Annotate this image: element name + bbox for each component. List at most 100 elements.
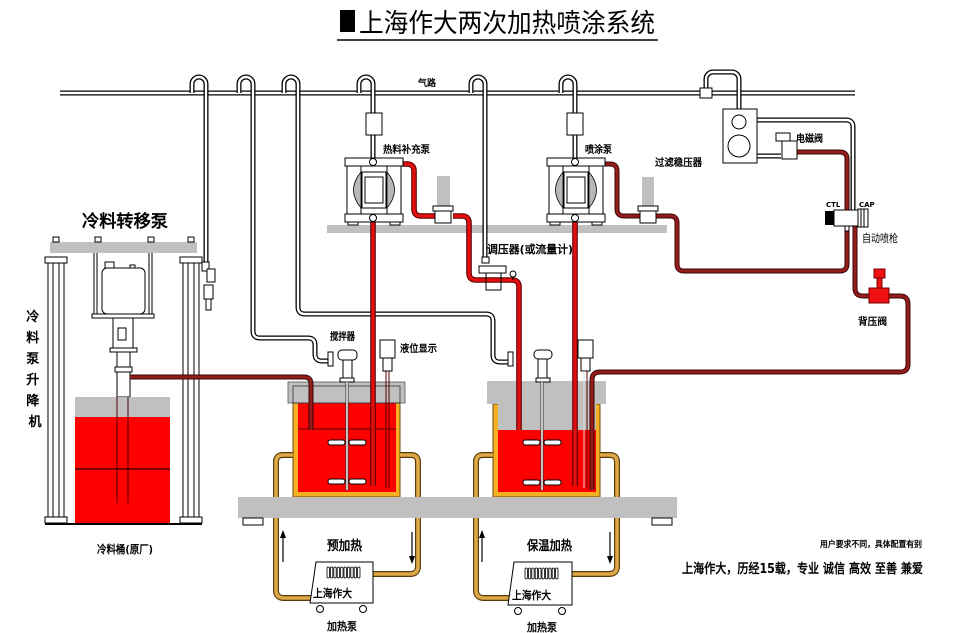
agitator-blade <box>522 479 541 486</box>
agitator-blade <box>543 439 562 446</box>
pump-top-valve <box>571 158 579 166</box>
heater-brand-label: 上海作大 <box>512 588 551 602</box>
gun-ctl-block <box>825 211 834 225</box>
cold-drum-liquid <box>75 417 170 523</box>
pump-bottom-valve <box>369 214 377 222</box>
insulation-agitator <box>507 349 562 490</box>
lift-char: 料 <box>26 330 39 346</box>
heater-vents <box>326 566 361 579</box>
agitator-flange <box>535 377 551 383</box>
pump-clamp <box>114 366 133 373</box>
insulation-heater-unit: 上海作大 保温加热 加热泵 <box>507 538 573 633</box>
agitator-blade <box>327 439 346 446</box>
agitator-blade <box>348 478 367 485</box>
solenoid-body <box>781 140 798 160</box>
gun-to-backpressure-pipe <box>853 226 869 298</box>
filter-to-gun-pipe <box>656 214 849 273</box>
cold-drum-top <box>75 397 170 417</box>
insulation-tank-lid <box>487 381 606 404</box>
heater-wheel <box>558 607 566 615</box>
title-block: 上海作大两次加热喷涂系统 <box>337 9 658 41</box>
regulator-plate <box>478 265 507 274</box>
preheat-label: 预加热 <box>327 538 362 554</box>
level-display-label: 液位显示 <box>400 342 437 355</box>
spray-pump-label: 喷涂泵 <box>585 143 613 156</box>
back-pressure-valve-label: 背压阀 <box>858 315 887 328</box>
heater-vent-slot <box>545 567 549 580</box>
left-column-cap <box>44 256 68 264</box>
air-line-label: 气路 <box>417 77 437 89</box>
hot-line-filter <box>432 176 454 224</box>
spray-pump-air-regulator <box>566 112 584 136</box>
gauge-small-icon <box>731 114 747 130</box>
regulator-drain <box>205 298 212 311</box>
pump-tube-lower <box>116 351 131 398</box>
spray-line-filter-regulator <box>637 177 659 224</box>
spray-pump-outlet-pipe-outline <box>603 161 640 219</box>
process-pipes <box>130 149 911 490</box>
cold-drum-label: 冷料桶(原厂) <box>97 542 153 556</box>
heater-wheel <box>359 605 367 613</box>
filter-cylinder <box>437 176 450 206</box>
regulator-bowl <box>203 284 214 300</box>
agitator-blade <box>327 478 346 485</box>
heater-vents <box>524 567 559 580</box>
pump-left-diaphragm <box>353 170 362 210</box>
lift-char: 泵 <box>26 352 39 367</box>
heater-vent-slot <box>555 567 559 580</box>
insulation-tank-headspace <box>498 404 596 430</box>
agitator-motor <box>533 349 553 360</box>
pump-right-diaphragm <box>386 170 395 210</box>
pump-foot <box>347 221 359 226</box>
air-drop-gun-supply <box>704 70 741 109</box>
cold-transfer-frame: 冷料转移泵 <box>26 211 216 556</box>
air-drop-spray-pump <box>559 75 577 158</box>
agitator-label: 搅拌器 <box>330 330 356 343</box>
gun-ctl-label: CTL <box>826 201 841 209</box>
lift-char: 冷 <box>26 309 39 325</box>
pump-tube-window <box>117 327 127 341</box>
hot-pump-outlet-pipe-outline <box>402 161 435 219</box>
regulator-body <box>206 268 216 283</box>
hot-refill-pump <box>344 157 404 226</box>
heater-vent-slot <box>534 567 539 580</box>
heater-wheel <box>514 607 522 615</box>
air-drop-insulation-agitator <box>282 75 508 364</box>
level-sensor-head <box>577 339 594 359</box>
agitator-blade <box>522 439 541 446</box>
air-drop-regulator <box>469 75 487 258</box>
gun-air-regulator-box <box>722 108 758 164</box>
pump-foot <box>591 221 603 226</box>
arrow-down-head-icon <box>607 556 613 564</box>
air-motor-fitting <box>129 264 136 269</box>
pump-foot <box>389 221 401 226</box>
heater-vent-slot <box>541 567 545 580</box>
heater-vent-slot <box>551 567 556 580</box>
lift-char: 升 <box>26 372 39 388</box>
heater-vent-slot <box>340 566 344 579</box>
heater-pump-label: 加热泵 <box>326 619 357 633</box>
filter-collar <box>432 205 454 212</box>
heater-vent-slot <box>538 567 542 580</box>
lift-air-regulator <box>201 261 216 311</box>
heating-loops <box>273 452 620 601</box>
agitator-air-valve <box>327 351 334 367</box>
pump-top-valve <box>369 158 377 166</box>
preheat-level-sensor <box>379 339 396 488</box>
pressure-regulator-label: 调压器(或流量计) <box>487 242 573 256</box>
cold-transfer-pump-label: 冷料转移泵 <box>82 211 168 232</box>
agitator-body <box>342 359 353 379</box>
agitator-body <box>537 358 548 379</box>
regulator-head <box>201 261 210 272</box>
spray-pump <box>546 157 606 226</box>
hot-refill-pump-label: 热料补充泵 <box>383 143 431 156</box>
level-sensor-neck <box>580 357 591 372</box>
filter-base <box>639 210 657 224</box>
pump-right-diaphragm <box>588 170 597 210</box>
gauge-large-icon <box>727 134 751 158</box>
gun-cap-label: CAP <box>859 201 875 209</box>
agitator-blade <box>348 439 367 446</box>
filter-to-gun-pipe-outline <box>656 213 850 274</box>
gun-cap <box>857 208 869 228</box>
